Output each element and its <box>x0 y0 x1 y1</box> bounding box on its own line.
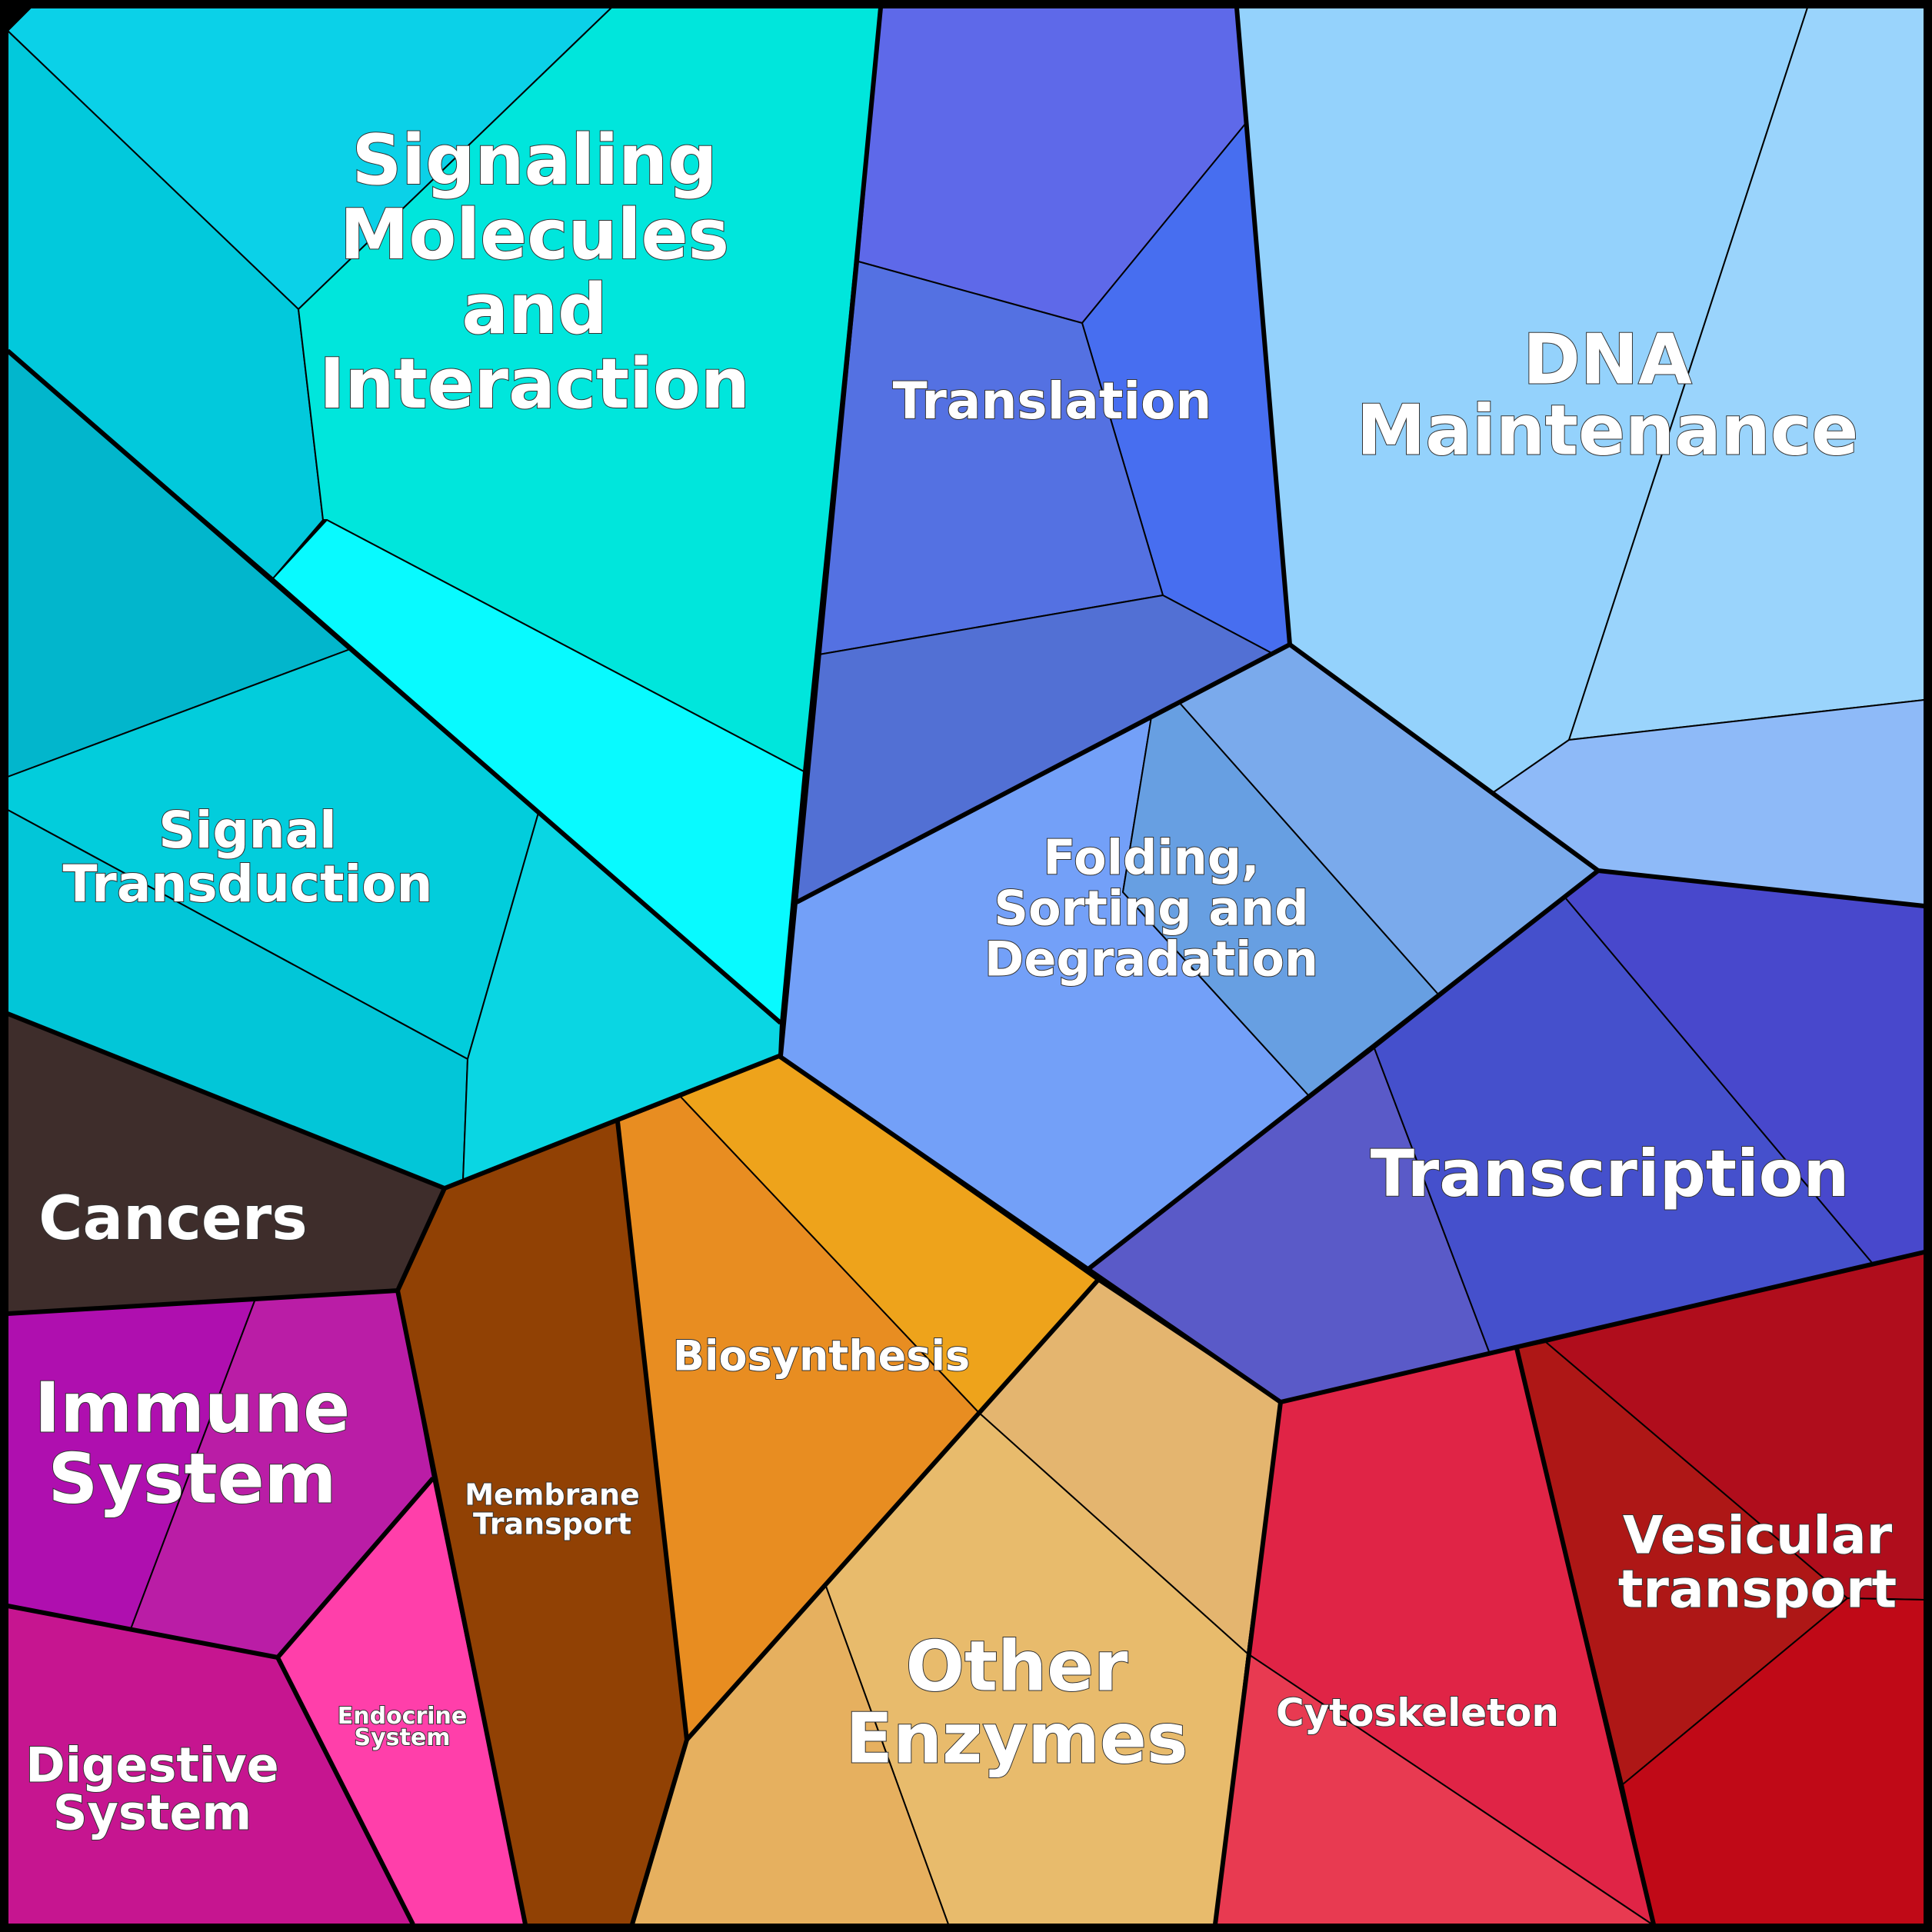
boundary-upper-lower <box>6 1011 1925 1404</box>
label-other-enzymes-line: Other <box>905 1626 1128 1707</box>
boundary-biosynthesis-enzymes <box>685 1278 1100 1742</box>
cell-signaling-left <box>7 30 324 579</box>
label-vesicular-line: transport <box>1618 1559 1897 1620</box>
label-signaling-line: and <box>461 269 607 350</box>
boundary-translation-dna <box>1234 7 1292 645</box>
label-transcription-line: Transcription <box>1371 1136 1850 1211</box>
label-translation-line: Translation <box>893 371 1212 431</box>
boundary-digestive-endocrine <box>7 1604 415 1926</box>
label-cancers: Cancers <box>38 1184 307 1254</box>
boundary-signaling-transduction <box>6 348 782 1025</box>
label-biosynthesis: Biosynthesis <box>673 1331 970 1380</box>
boundary-translation-folding <box>795 642 1925 908</box>
label-cytoskeleton-line: Cytoskeleton <box>1276 1690 1559 1735</box>
label-folding-line: Sorting and <box>994 880 1308 936</box>
label-other-enzymes-line: Enzymes <box>846 1698 1188 1779</box>
label-signal-transduction-line: Transduction <box>63 854 433 914</box>
label-translation: Translation <box>893 371 1212 431</box>
label-signaling-line: Interaction <box>319 344 750 425</box>
label-membrane-line: Transport <box>473 1507 631 1541</box>
label-signal-transduction-line: Signal <box>158 801 337 860</box>
label-folding-line: Folding, <box>1043 829 1259 885</box>
label-endocrine-line: System <box>355 1724 451 1751</box>
label-signaling-line: Signaling <box>351 120 717 201</box>
boundary-immune-endocrine <box>275 1477 435 1659</box>
label-transcription: Transcription <box>1371 1136 1850 1211</box>
boundary-membrane-left <box>395 1290 528 1925</box>
label-immune-line: System <box>48 1438 337 1519</box>
label-immune-line: Immune <box>35 1367 350 1448</box>
label-cancers-line: Cancers <box>38 1184 307 1254</box>
label-cytoskeleton: Cytoskeleton <box>1276 1690 1559 1735</box>
boundary-cytoskeleton-vesicular <box>1514 1347 1656 1925</box>
label-signaling-line: Molecules <box>340 195 729 275</box>
label-membrane-line: Membrane <box>465 1478 640 1512</box>
label-dna-line: DNA <box>1523 319 1692 400</box>
boundary-enzymes-cytoskeleton <box>1213 1401 1283 1925</box>
label-digestive-line: Digestive <box>25 1737 278 1793</box>
label-dna-line: Maintenance <box>1357 390 1859 471</box>
label-digestive-line: System <box>53 1784 251 1840</box>
cells <box>7 7 1925 1925</box>
boundary-signaling-translation <box>778 7 883 1057</box>
label-vesicular-line: Vesicular <box>1623 1505 1893 1566</box>
label-biosynthesis-line: Biosynthesis <box>673 1331 970 1380</box>
label-folding-line: Degradation <box>984 931 1318 987</box>
label-endocrine-line: Endocrine <box>338 1703 468 1730</box>
boundary-folding-transcription <box>1087 868 1600 1271</box>
